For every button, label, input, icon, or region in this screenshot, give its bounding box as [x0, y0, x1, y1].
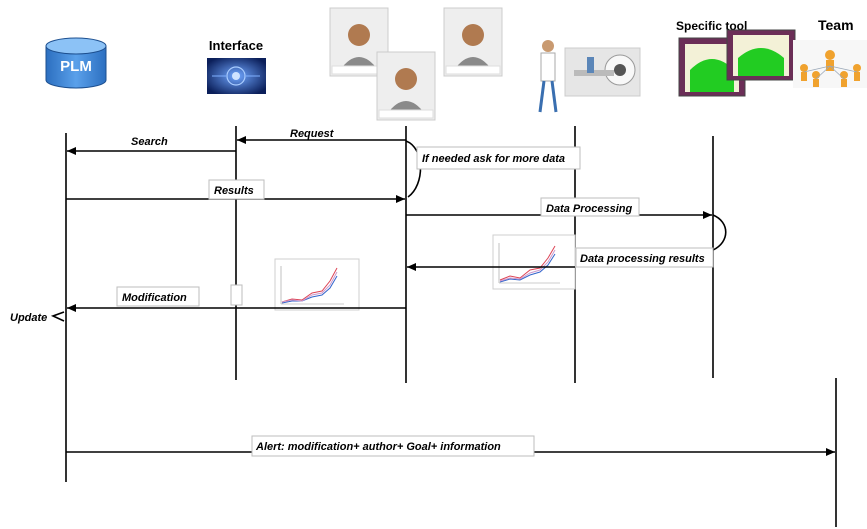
self-call-update: Update — [10, 311, 65, 324]
ask-more-label: If needed ask for more data — [422, 153, 565, 165]
doctor-scanner-photo — [538, 40, 641, 113]
lifelines — [65, 126, 837, 527]
team-network-icon — [793, 40, 867, 88]
interface-actor: Interface — [207, 38, 266, 94]
specific-tool-actor: Specific tool — [676, 19, 796, 97]
interface-activation-box — [230, 284, 243, 306]
tool-screenshot — [726, 29, 796, 81]
message-modification: Modification — [67, 258, 406, 312]
modification-label: Modification — [122, 292, 187, 304]
results-chart-thumbnail — [492, 234, 576, 290]
message-request: Request — [237, 128, 406, 144]
interface-label: Interface — [209, 38, 263, 53]
update-label: Update — [10, 312, 47, 324]
data-processing-box — [540, 197, 640, 217]
database-icon — [45, 37, 107, 89]
interface-screen-icon — [207, 58, 266, 94]
message-processing-results: Data processing results — [407, 234, 714, 290]
processing-results-label: Data processing results — [580, 253, 705, 265]
message-results: Results — [66, 179, 405, 203]
ask-more-box — [416, 146, 581, 170]
message-data-processing: Data Processing — [406, 197, 712, 219]
processing-results-box — [575, 247, 714, 268]
data-processing-label: Data Processing — [546, 203, 632, 215]
self-call-ask-more: If needed ask for more data — [405, 140, 581, 198]
stressed-user-photo — [376, 51, 436, 121]
user-photos — [329, 7, 503, 121]
alert-box — [251, 435, 535, 457]
plm-actor: PLM — [45, 37, 107, 89]
alert-label: Alert: modification+ author+ Goal+ infor… — [255, 441, 501, 453]
team-label: Team — [818, 17, 854, 33]
message-alert: Alert: modification+ author+ Goal+ infor… — [66, 435, 835, 457]
team-actor: Team — [793, 17, 867, 88]
mri-scanner-photo — [564, 47, 641, 97]
modification-chart-thumbnail — [274, 258, 360, 311]
message-search: Search — [67, 136, 236, 155]
self-call-tool — [712, 214, 727, 251]
stressed-user-photo — [443, 7, 503, 77]
results-label: Results — [214, 185, 254, 197]
request-label: Request — [290, 128, 335, 140]
modification-box — [116, 286, 200, 307]
plm-label: PLM — [60, 58, 92, 75]
results-box — [208, 179, 265, 200]
search-label: Search — [131, 136, 168, 148]
doctor-figure — [538, 40, 558, 113]
